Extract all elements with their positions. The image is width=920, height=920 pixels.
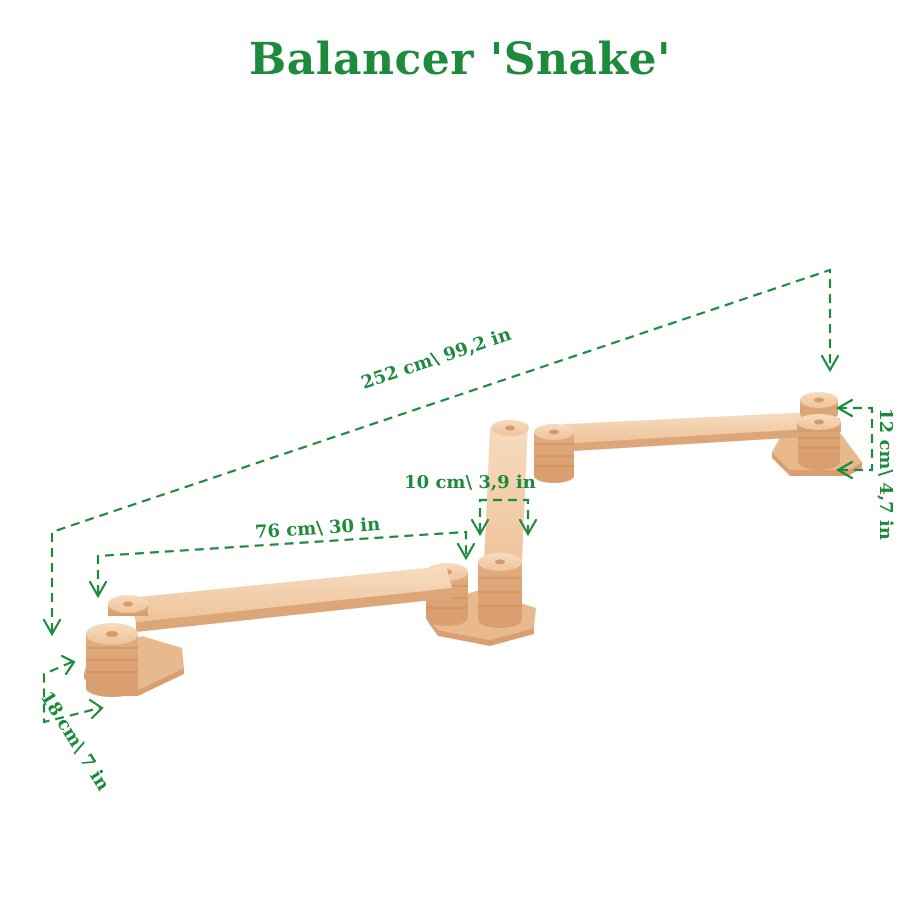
dim-line-height <box>838 406 874 472</box>
arrowhead-base-top <box>60 654 76 676</box>
arrowhead-board-right <box>456 542 476 561</box>
disc-stack-middle-upper <box>534 424 574 483</box>
arrowhead-total-left <box>42 618 62 637</box>
label-board-width: 10 cm\ 3,9 in <box>404 472 536 493</box>
arrowhead-total-right <box>820 354 840 373</box>
arrowhead-width-left <box>470 518 490 537</box>
dim-line-base-width <box>42 660 101 724</box>
dimension-lines <box>42 268 874 724</box>
dim-line-board-length <box>96 530 468 594</box>
arrowhead-width-right <box>518 518 538 537</box>
dim-line-total-length <box>50 268 832 632</box>
board-upper-right <box>548 412 822 452</box>
arrowhead-board-left <box>88 580 108 599</box>
arrowhead-height-top <box>835 398 854 418</box>
disc-stack-left <box>86 595 148 697</box>
dim-line-board-width <box>478 498 530 532</box>
dimension-arrowheads <box>42 354 854 720</box>
page-title: Balancer 'Snake' <box>249 34 671 85</box>
arrowhead-height-bottom <box>835 460 854 480</box>
board-lower-left <box>128 566 452 632</box>
label-height: 12 cm\ 4,7 in <box>875 408 896 540</box>
top-disc-right <box>797 392 841 432</box>
label-base-width: 18 cm\ 7 in <box>36 688 114 795</box>
arrowhead-base-bottom <box>88 698 104 720</box>
